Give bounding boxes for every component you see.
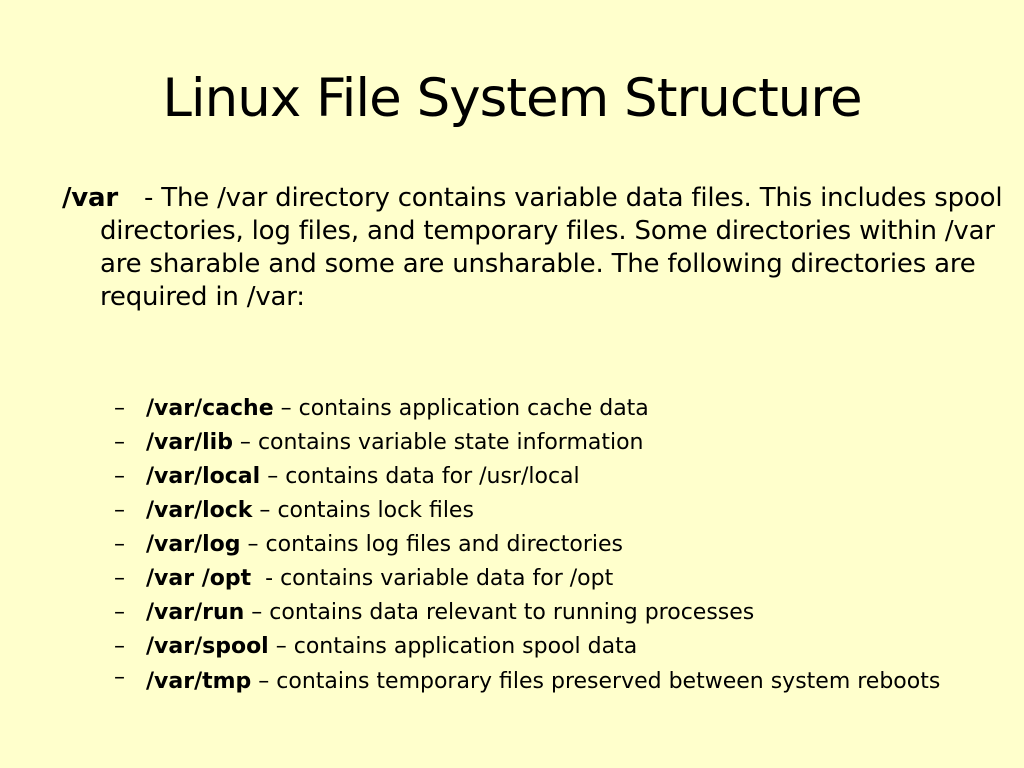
item-description: contains variable state information bbox=[257, 430, 644, 455]
list-item: –/var/spool – contains application spool… bbox=[114, 630, 974, 664]
dash-bullet: – bbox=[114, 430, 125, 455]
list-item: –/var /opt - contains variable data for … bbox=[114, 562, 974, 596]
item-separator: – bbox=[251, 669, 277, 694]
item-path: /var/lib bbox=[146, 430, 233, 455]
list-item: –/var/lib – contains variable state info… bbox=[114, 426, 974, 460]
item-separator: – bbox=[240, 532, 266, 557]
item-separator: - bbox=[251, 566, 281, 591]
item-path: /var/tmp bbox=[146, 669, 252, 694]
list-item: –/var/log – contains log files and direc… bbox=[114, 528, 974, 562]
dash-bullet: – bbox=[114, 600, 125, 625]
intro-term: /var bbox=[62, 183, 119, 213]
dash-bullet: – bbox=[114, 498, 125, 523]
item-path: /var/spool bbox=[146, 634, 269, 659]
item-description: contains application spool data bbox=[293, 634, 638, 659]
directory-list: –/var/cache – contains application cache… bbox=[114, 392, 974, 695]
list-item: –/var/tmp – contains temporary files pre… bbox=[114, 664, 974, 695]
dash-bullet: – bbox=[114, 634, 125, 659]
intro-separator: - bbox=[144, 183, 154, 213]
item-path: /var/lock bbox=[146, 498, 253, 523]
item-path: /var/log bbox=[146, 532, 241, 557]
item-path: /var/run bbox=[146, 600, 245, 625]
item-description: contains data relevant to running proces… bbox=[269, 600, 755, 625]
item-path: /var /opt bbox=[146, 566, 252, 591]
dash-bullet: – bbox=[114, 396, 125, 421]
item-path: /var/local bbox=[146, 464, 261, 489]
item-description: contains lock files bbox=[277, 498, 474, 523]
item-separator: – bbox=[252, 498, 278, 523]
list-item: –/var/cache – contains application cache… bbox=[114, 392, 974, 426]
item-separator: – bbox=[268, 634, 294, 659]
list-item: –/var/run – contains data relevant to ru… bbox=[114, 596, 974, 630]
item-separator: – bbox=[260, 464, 286, 489]
item-description: contains log files and directories bbox=[265, 532, 624, 557]
item-description: contains data for /usr/local bbox=[285, 464, 580, 489]
item-separator: – bbox=[244, 600, 270, 625]
dash-bullet: – bbox=[114, 532, 125, 557]
dash-bullet: – bbox=[114, 665, 125, 690]
list-item: –/var/local – contains data for /usr/loc… bbox=[114, 460, 974, 494]
item-separator: – bbox=[273, 396, 299, 421]
list-item: –/var/lock – contains lock files bbox=[114, 494, 974, 528]
intro-text: The /var directory contains variable dat… bbox=[100, 183, 1003, 312]
dash-bullet: – bbox=[114, 464, 125, 489]
item-description: contains temporary files preserved betwe… bbox=[276, 669, 941, 694]
intro-paragraph: /var- The /var directory contains variab… bbox=[62, 182, 1012, 314]
item-path: /var/cache bbox=[146, 396, 274, 421]
item-description: contains application cache data bbox=[298, 396, 649, 421]
item-separator: – bbox=[232, 430, 258, 455]
slide-title: Linux File System Structure bbox=[162, 68, 862, 129]
dash-bullet: – bbox=[114, 566, 125, 591]
item-description: contains variable data for /opt bbox=[280, 566, 614, 591]
